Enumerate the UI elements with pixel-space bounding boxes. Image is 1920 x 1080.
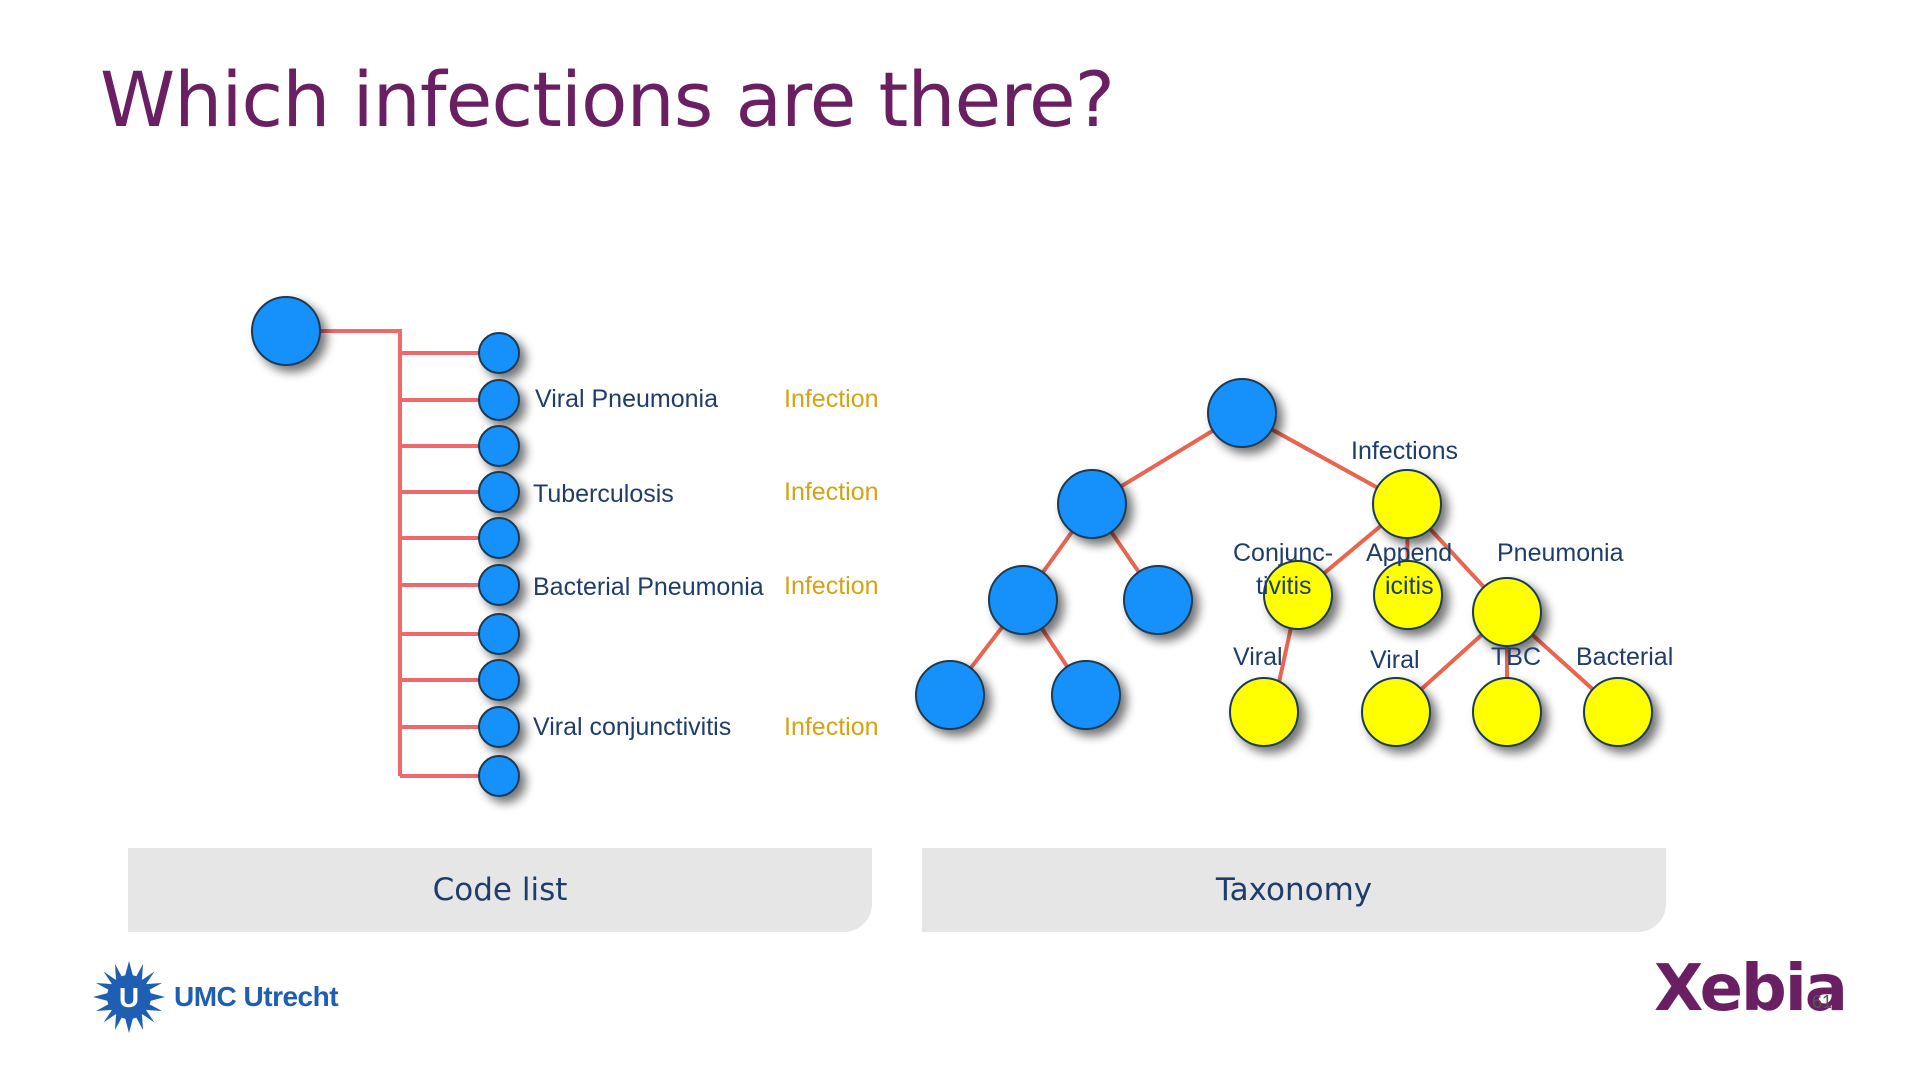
appendicitis-node: [1373, 560, 1443, 630]
appendicitis-label-cont: icitis: [1385, 572, 1434, 600]
tbc-label: TBC: [1491, 643, 1541, 671]
pneumonia-node: [1472, 577, 1542, 647]
code-list-node: [478, 471, 520, 513]
taxonomy-node: [1123, 565, 1193, 635]
conjunctivitis-node: [1263, 560, 1333, 630]
code-list-item-tag: Infection: [784, 478, 879, 506]
umc-logo-text: UMC Utrecht: [174, 981, 339, 1012]
code-list-item-label: Viral conjunctivitis: [533, 713, 731, 741]
taxonomy-node: [915, 660, 985, 730]
umc-sun-icon: U: [93, 961, 165, 1033]
taxonomy-diagram: Infections Conjunc- tivitis Append iciti…: [915, 378, 1673, 747]
code-list-node: [478, 517, 520, 559]
code-list-node: [478, 613, 520, 655]
umc-logo-letter: U: [119, 982, 139, 1013]
code-list-root-node: [251, 296, 321, 366]
bacterial-label: Bacterial: [1576, 643, 1673, 671]
appendicitis-label: Append: [1366, 539, 1452, 567]
code-list-item-label: Tuberculosis: [533, 480, 674, 508]
code-list-item-label: Bacterial Pneumonia: [533, 573, 764, 601]
code-list-node: [478, 425, 520, 467]
infections-node: [1372, 469, 1442, 539]
viral-label: Viral: [1370, 646, 1420, 674]
code-list-diagram: Viral Pneumonia Infection Tuberculosis I…: [251, 296, 879, 797]
code-list-tab: Code list: [128, 848, 872, 932]
pneumonia-label: Pneumonia: [1497, 539, 1624, 567]
code-list-item-tag: Infection: [784, 713, 879, 741]
page-number: 61: [1812, 992, 1833, 1012]
code-list-item-label: Viral Pneumonia: [535, 385, 718, 413]
viral-label: Viral: [1233, 643, 1283, 671]
xebia-logo: Xebia: [1654, 952, 1848, 1026]
conjunctivitis-label: Conjunc-: [1233, 539, 1333, 567]
code-list-node: [478, 332, 520, 374]
code-list-node: [478, 659, 520, 701]
viral-pneumonia-node: [1361, 677, 1431, 747]
code-list-trunk-line: [320, 329, 402, 776]
code-list-node: [478, 379, 520, 421]
taxonomy-root-node: [1207, 378, 1277, 448]
code-list-node: [478, 564, 520, 606]
conjunctivitis-label-cont: tivitis: [1256, 572, 1312, 600]
code-list-item-tag: Infection: [784, 385, 879, 413]
taxonomy-node: [988, 565, 1058, 635]
umc-utrecht-logo: U UMC Utrecht: [92, 960, 339, 1034]
taxonomy-node: [1051, 660, 1121, 730]
code-list-item-tag: Infection: [784, 572, 879, 600]
infections-label: Infections: [1351, 437, 1458, 465]
viral-conjunctivitis-node: [1229, 677, 1299, 747]
taxonomy-tab: Taxonomy: [922, 848, 1666, 932]
bacterial-pneumonia-node: [1583, 677, 1653, 747]
tbc-node: [1472, 677, 1542, 747]
code-list-node: [478, 755, 520, 797]
code-list-node: [478, 706, 520, 748]
slide-title: Which infections are there?: [100, 55, 1115, 144]
taxonomy-node: [1057, 469, 1127, 539]
